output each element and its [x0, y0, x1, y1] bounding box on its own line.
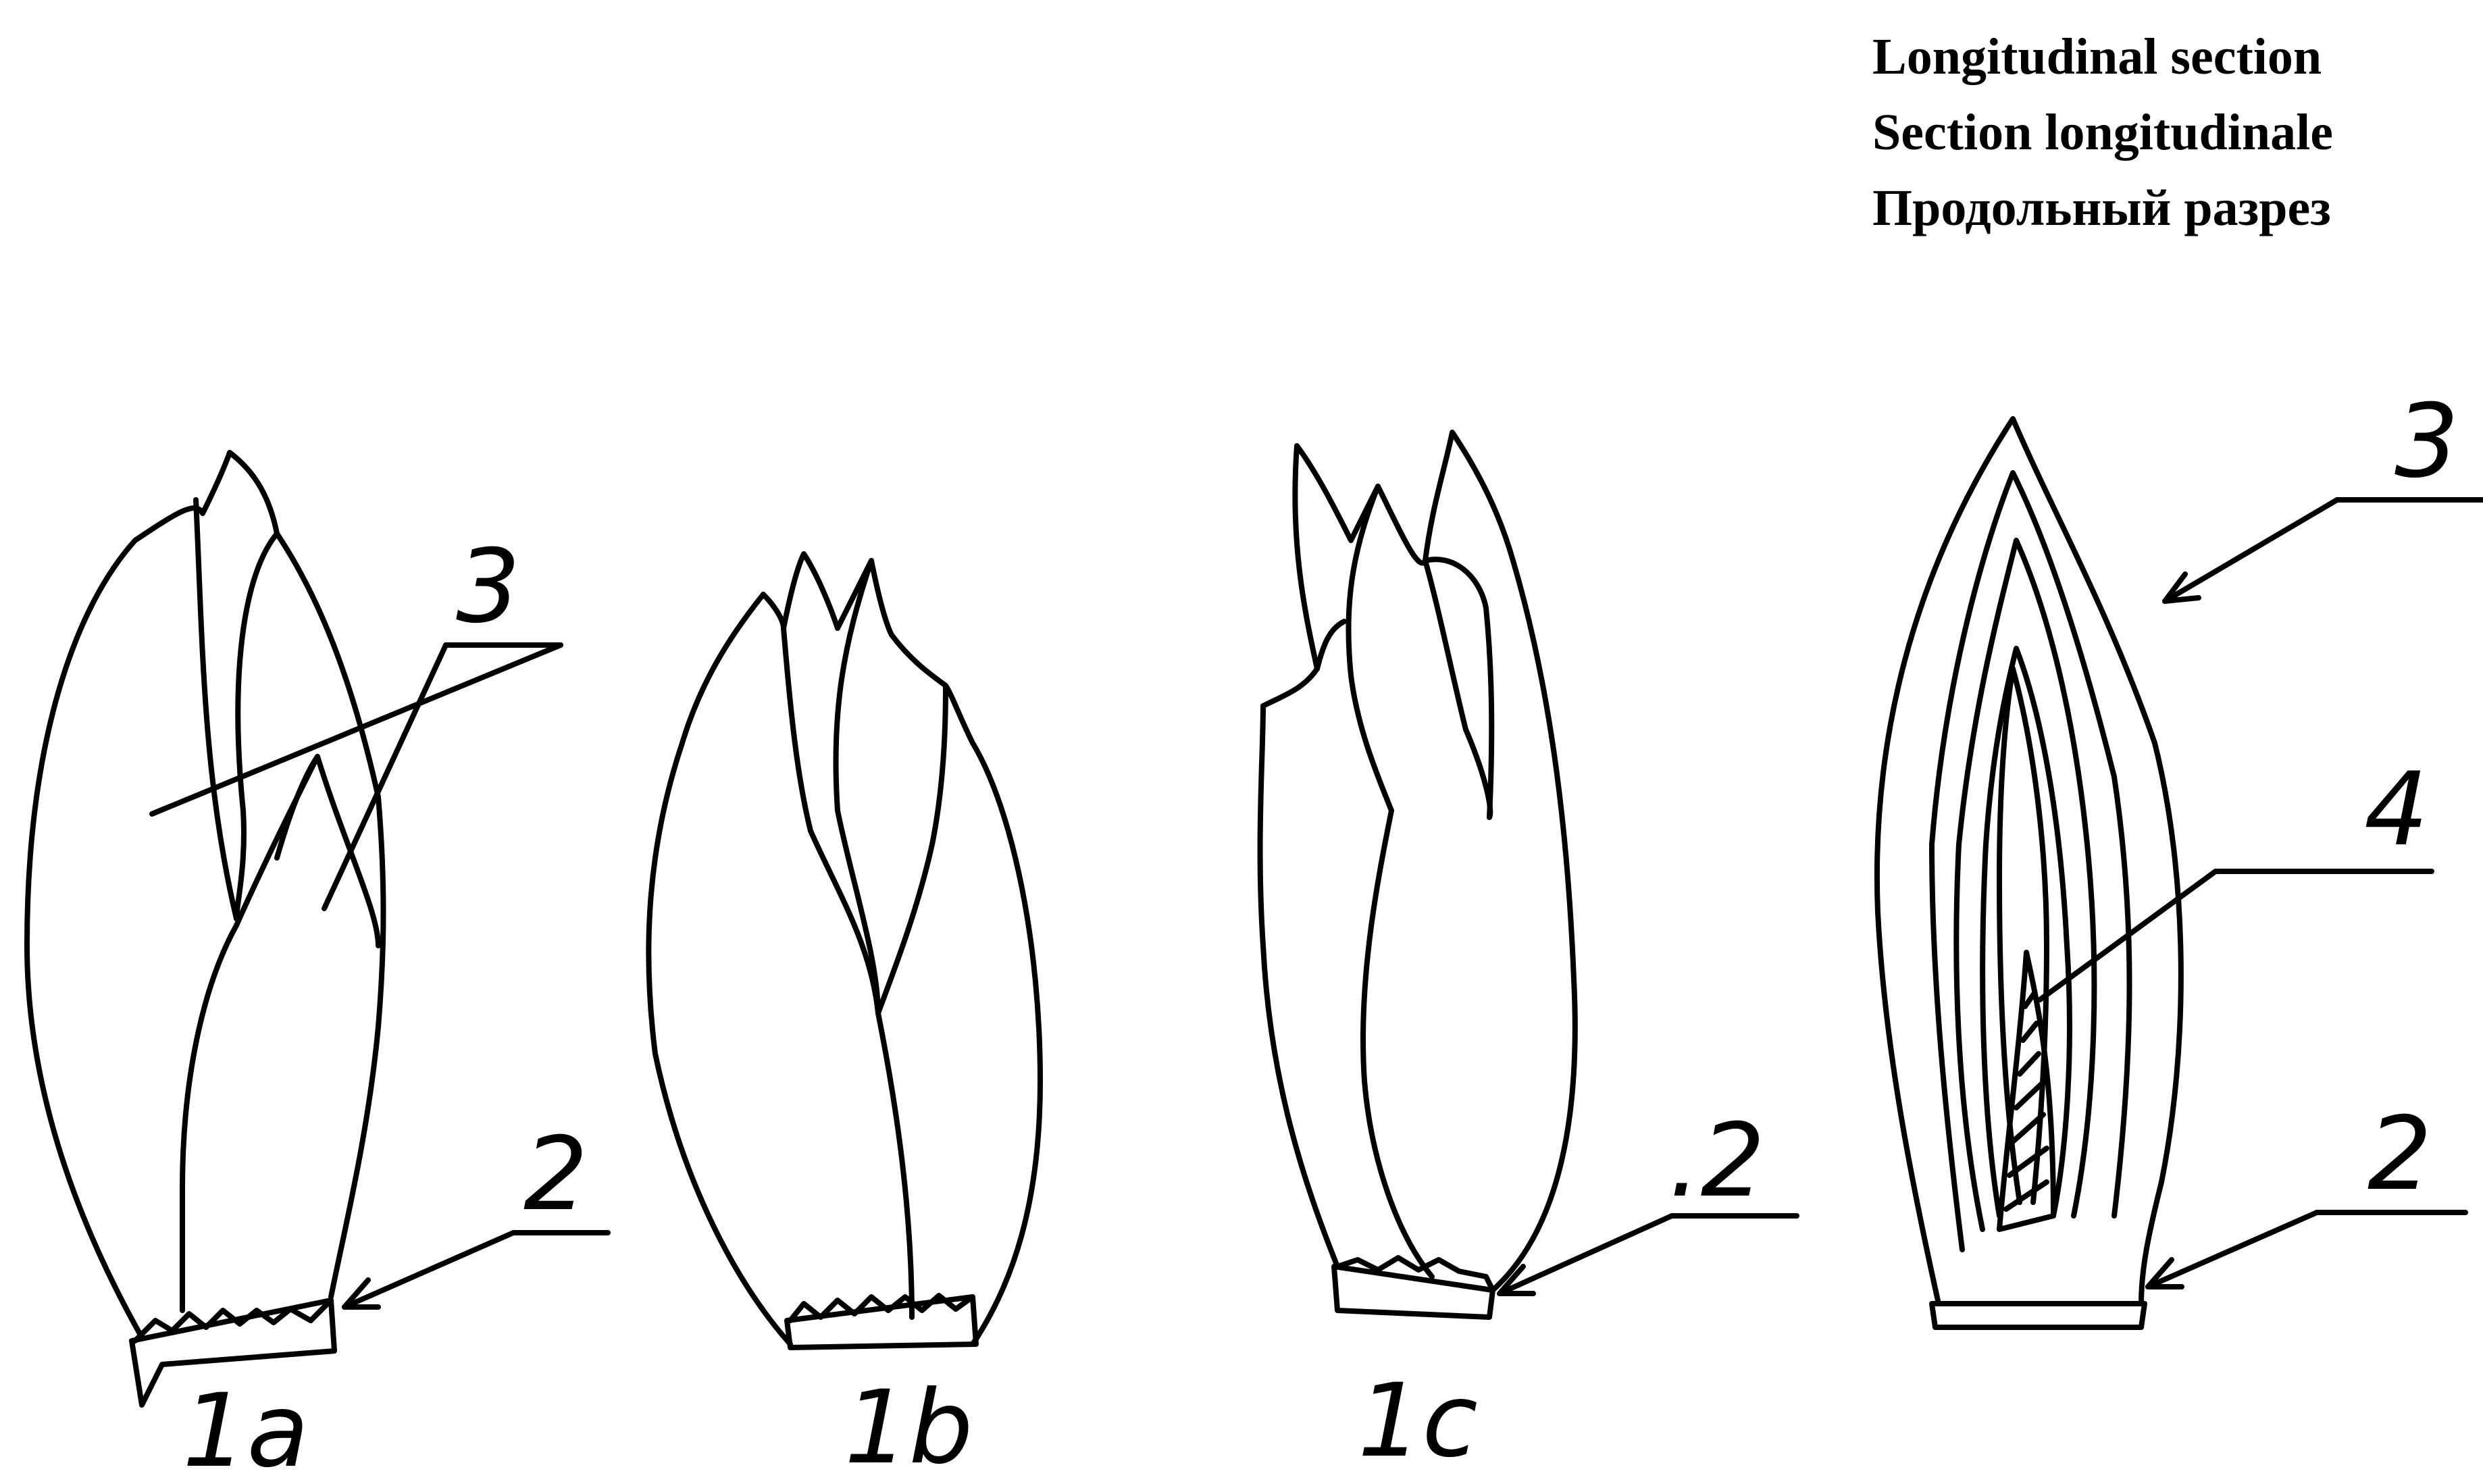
fig1a-label-3: 3 — [456, 528, 520, 646]
fig1c-tip-left — [1295, 446, 1378, 669]
fig1a-inner-leaf-3 — [182, 925, 236, 1310]
fig1b-caption: 1b — [844, 1369, 973, 1484]
section-label-2: 2 — [2367, 1096, 2432, 1213]
section-leaf-2 — [1932, 473, 2130, 1250]
fig1a-inner-leaf-2 — [236, 534, 277, 919]
fig1c-inner-leaf-3 — [1363, 811, 1432, 1277]
figure-1a: 3 2 1a — [27, 453, 608, 1484]
fig1c-outer-right — [1493, 561, 1575, 1290]
fig1b-outer-left — [648, 594, 790, 1344]
fig1a-inner-leaf-1 — [196, 500, 236, 919]
fig1a-label-2: 2 — [523, 1116, 588, 1233]
fig1b-outer-right — [946, 686, 1040, 1344]
figure-1c: .2 1c — [1260, 432, 1797, 1480]
fig1b-leaf-6 — [878, 1013, 912, 1317]
fig1c-tip-mid — [1378, 432, 1513, 563]
fig1b-leaf-5 — [892, 635, 946, 686]
fig1c-caption: 1c — [1358, 1362, 1478, 1480]
fig1a-inner-leaf-5 — [277, 757, 317, 858]
fig1a-inner-leaf-4 — [236, 757, 378, 946]
fig1c-inner-leaf-4 — [1425, 561, 1490, 817]
section-leader-3 — [2165, 500, 2337, 601]
fig1a-leader-2 — [344, 1233, 513, 1307]
fig1b-leaf-3 — [784, 628, 878, 1013]
section-base — [1932, 1304, 2145, 1327]
fig1c-inner-leaf-1 — [1317, 621, 1344, 669]
fig1b-leaf-2 — [838, 561, 892, 635]
section-leaf-5 — [1999, 669, 2047, 1202]
section-leader-2 — [2148, 1212, 2317, 1287]
fig1c-label-2: .2 — [1668, 1102, 1765, 1220]
fig1a-leader-3a — [152, 645, 561, 814]
fig1c-outer-left — [1260, 669, 1337, 1266]
section-leaf-3 — [1956, 540, 2094, 1229]
fig1a-caption: 1a — [182, 1373, 309, 1484]
section-arrowhead-3 — [2165, 574, 2199, 601]
fig1b-leaf-1 — [763, 554, 838, 628]
section-label-3: 3 — [2395, 383, 2459, 501]
section-label-4: 4 — [2364, 751, 2428, 869]
section-outer-leaf — [1877, 419, 2181, 1304]
figure-1b: 1b — [648, 554, 1040, 1484]
figure-longitudinal-section: 3 4 2 — [1877, 383, 2483, 1327]
